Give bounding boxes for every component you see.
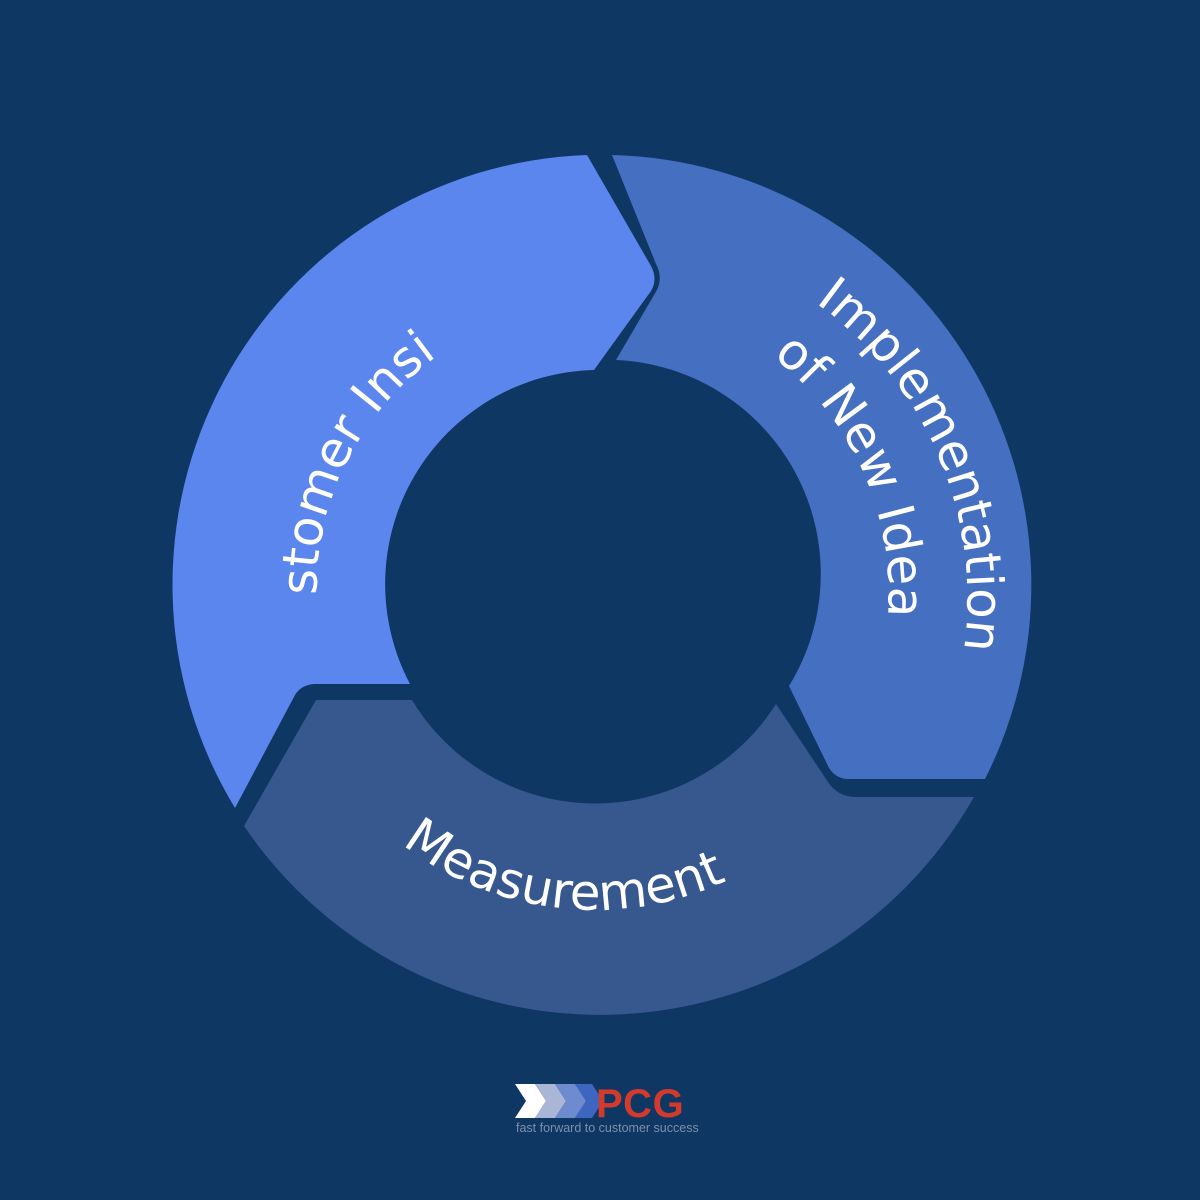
segment-customer-insight (172, 155, 655, 808)
segment-implementation (612, 155, 1032, 779)
logo-wordmark: PCG (596, 1082, 684, 1126)
logo-tagline: fast forward to customer success (516, 1121, 699, 1135)
pcg-logo: PCG fast forward to customer success (515, 1082, 699, 1135)
segment-measurement (244, 700, 974, 1015)
chevrons-icon (515, 1084, 603, 1118)
